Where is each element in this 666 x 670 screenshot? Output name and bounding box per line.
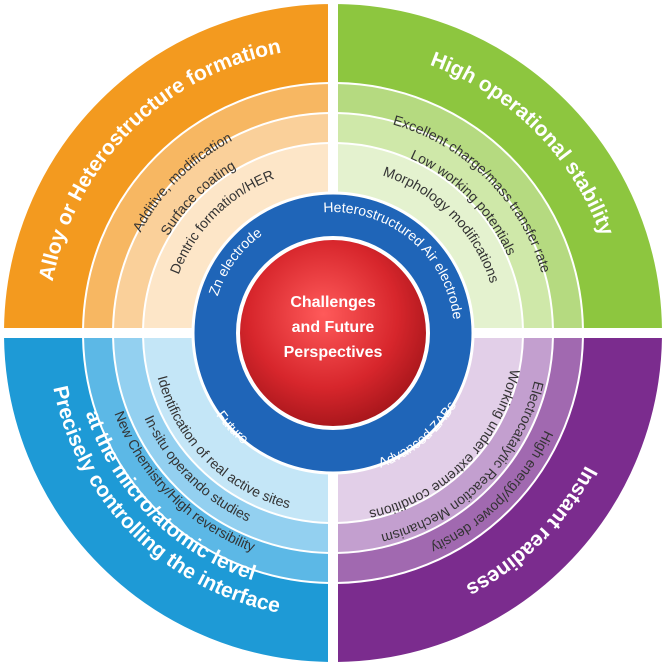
center-title-line-3: Perspectives (284, 344, 383, 361)
center-title-line-2: and Future (292, 319, 375, 336)
center-circle (236, 236, 430, 430)
center-title-line-1: Challenges (290, 294, 375, 311)
